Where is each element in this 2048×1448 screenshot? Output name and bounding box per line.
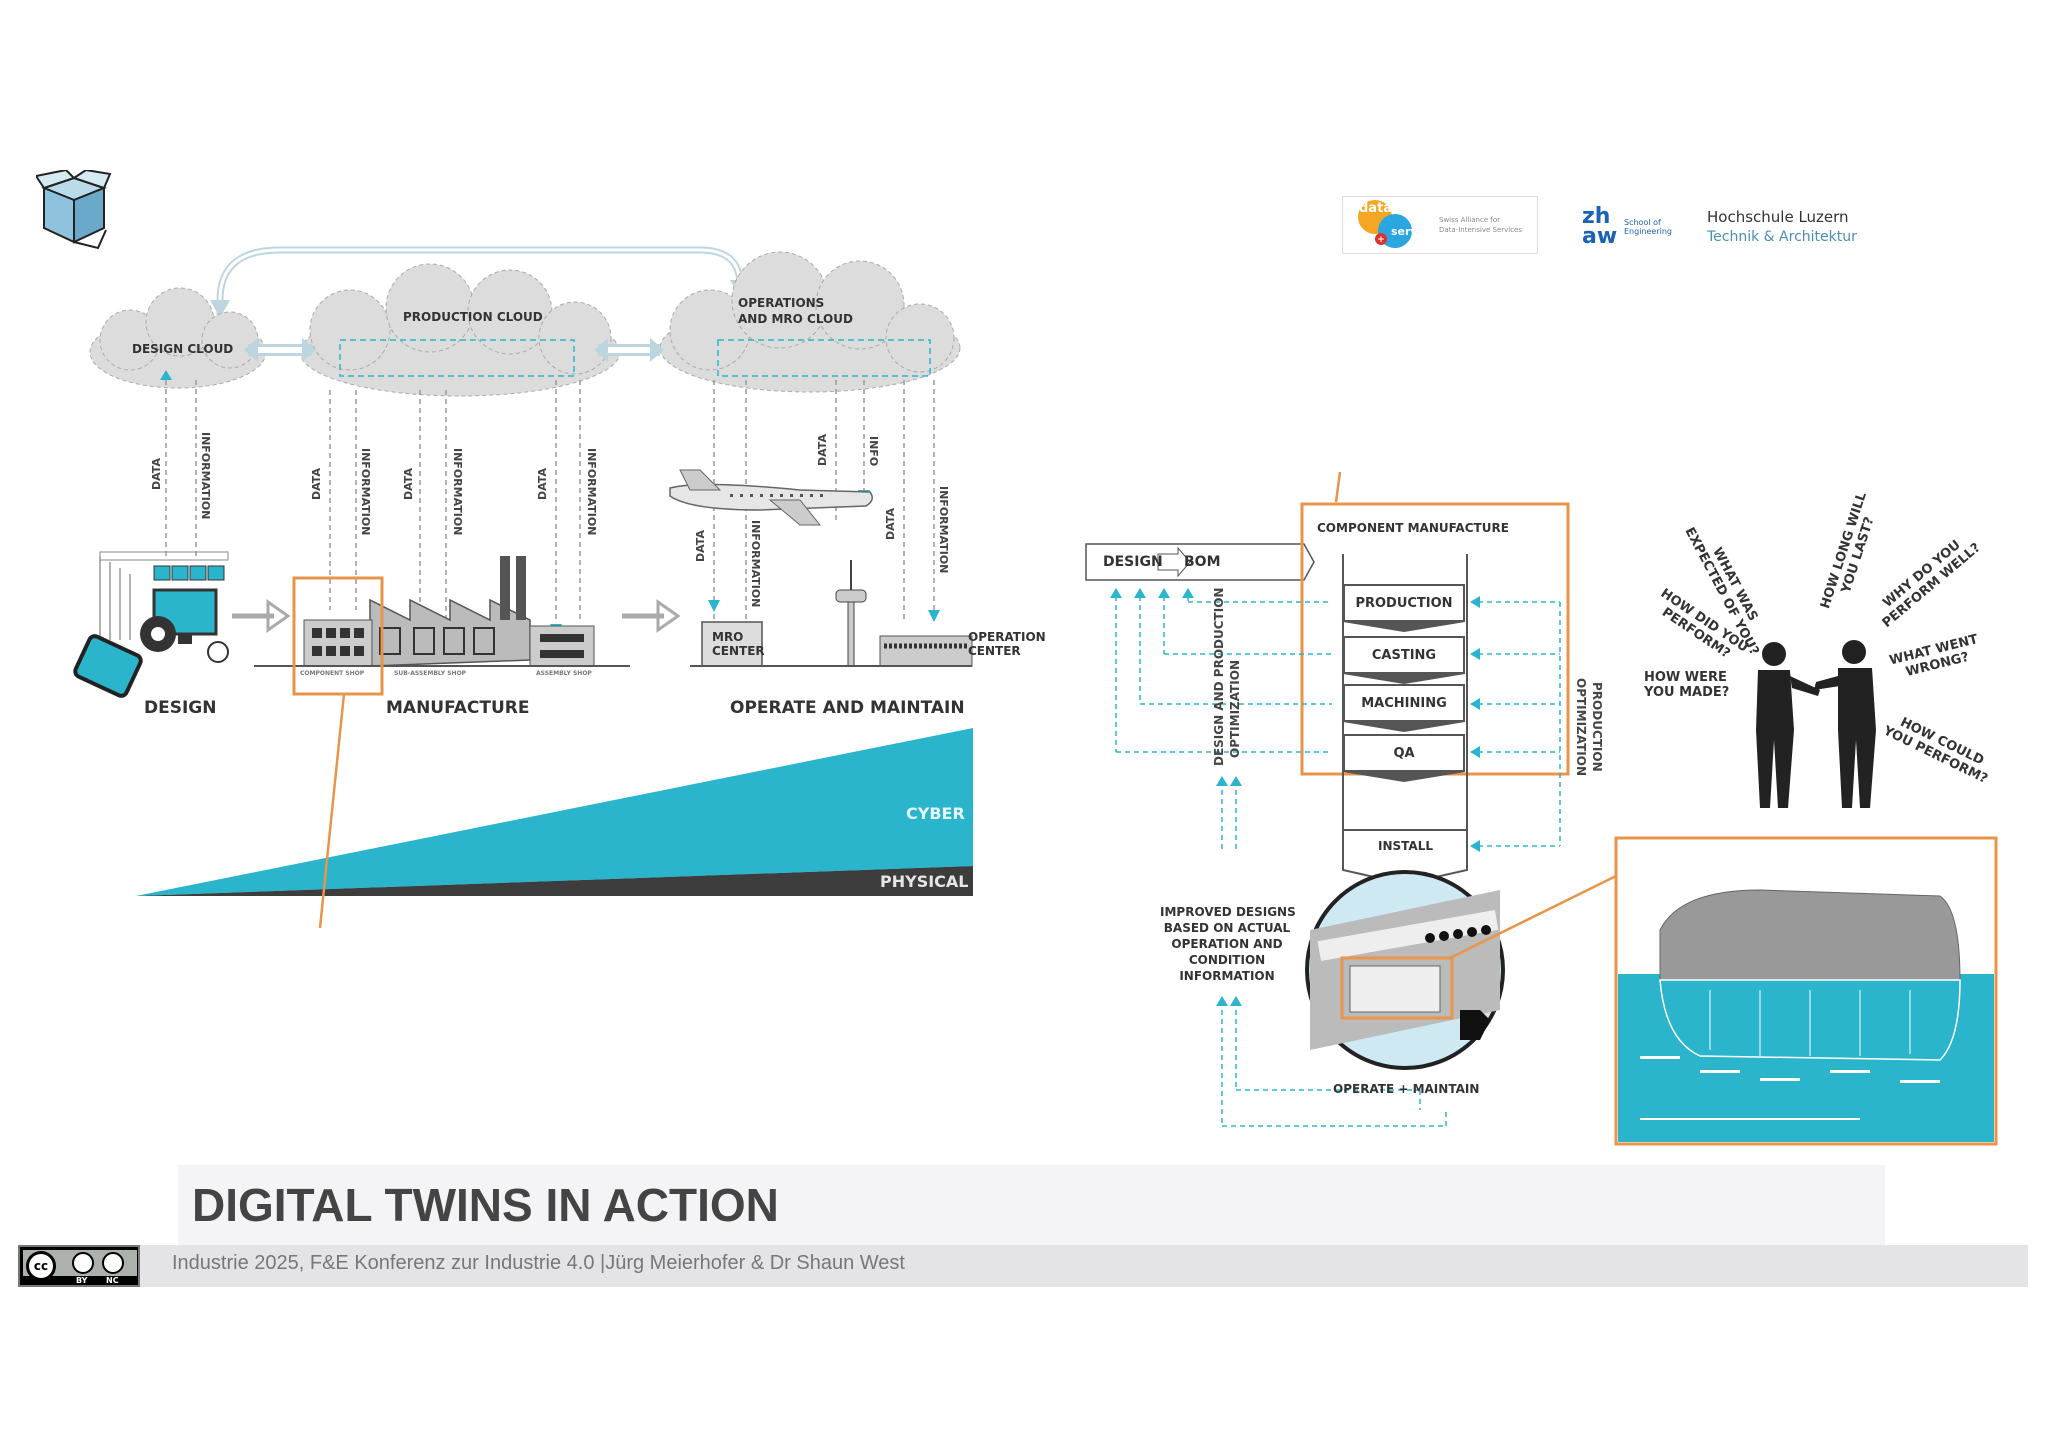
nc-dollar-icon [102,1252,124,1274]
improved-designs-line-3: OPERATION AND [1171,937,1283,951]
design-production-optimization-1: DESIGN AND PRODUCTION [1212,587,1226,766]
zhaw-logo: zh aw School of Engineering [1580,202,1680,252]
cube-logo-icon [36,170,112,250]
flow-label-data-3: DATA [402,468,415,500]
operations-cloud-shape [659,251,961,393]
flow-label-information-1: INFORMATION [199,432,212,520]
stage-install-label: INSTALL [1378,839,1433,853]
design-production-optimization-2: OPTIMIZATION [1228,659,1242,758]
flow-label-data-4: DATA [536,468,549,500]
design-devices-icon [73,551,229,698]
improved-designs-line-1: IMPROVED DESIGNS [1160,905,1296,919]
by-person-icon [72,1252,94,1274]
production-optimization-2: OPTIMIZATION [1574,678,1588,777]
operations-cloud-label-1: OPERATIONS [738,296,825,310]
mro-center-label-1: MRO [712,630,744,644]
factory-icon [254,556,630,667]
flow-label-information-5: INFORMATION [749,520,762,608]
hslu-dept: Technik & Architektur [1707,229,1857,245]
improved-designs-text: IMPROVED DESIGNS BASED ON ACTUAL OPERATI… [1160,904,1296,984]
flow-label-data-1: DATA [150,458,163,490]
flow-label-data-2: DATA [310,468,323,500]
question-how-made-line-2: YOU MADE? [1644,685,1730,700]
engine-icon [1640,889,1961,1120]
improved-designs-line-4: CONDITION [1188,953,1266,967]
data-service-word2: service [1391,225,1436,238]
footer-text: Industrie 2025, F&E Konferenz zur Indust… [172,1252,905,1274]
stage-qa: QA [1343,734,1465,782]
production-optimization-1: PRODUCTION [1590,682,1604,772]
data-service-tagline1: Swiss Alliance for [1439,216,1500,224]
stage-production: PRODUCTION [1343,584,1465,632]
cc-license-badge: cc BY NC [18,1245,140,1287]
data-service-tagline2: Data-Intensive Services [1439,226,1523,234]
design-label: DESIGN [1103,554,1163,570]
stage-qa-label: QA [1393,745,1415,761]
control-tower-icon [835,560,867,667]
left-diagram-graphics [73,246,973,929]
slide-title: DIGITAL TWINS IN ACTION [192,1179,779,1231]
nc-label: NC [106,1276,119,1285]
operation-center-label-1: OPERATION [968,630,1046,644]
by-label: BY [76,1276,88,1285]
zhaw-school2: Engineering [1624,227,1672,236]
improved-designs-line-5: INFORMATION [1179,969,1275,983]
stage-machining-label: MACHINING [1361,695,1447,711]
phase-manufacture: MANUFACTURE [386,698,530,718]
data-service-logo: + data service Swiss Alliance for Data-I… [1342,196,1538,254]
cc-text: cc [33,1259,49,1273]
flow-label-information-4: INFORMATION [585,448,598,536]
aircraft-globe-icon [1305,870,1505,1070]
stage-casting: CASTING [1343,636,1465,684]
flow-label-data-6: DATA [816,434,829,466]
data-service-word1: data [1359,201,1393,216]
physical-label: PHYSICAL [880,872,969,891]
title-bar [178,1165,1885,1245]
stage-production-label: PRODUCTION [1355,595,1453,611]
question-how-made-line-1: HOW WERE [1644,670,1727,685]
flow-label-information-3: INFORMATION [451,448,464,536]
flow-label-data-5: DATA [694,530,707,562]
footer-bar [18,1245,2028,1287]
question-how-made: HOW WERE YOU MADE? [1644,670,1729,700]
phase-design: DESIGN [144,698,217,718]
hslu-name: Hochschule Luzern [1707,208,1849,226]
flow-label-info: INFO [867,436,880,467]
sub-assembly-shop-label: SUB-ASSEMBLY SHOP [394,670,467,677]
phase-operate-maintain: OPERATE AND MAINTAIN [730,698,965,718]
component-shop-label: COMPONENT SHOP [300,670,365,677]
operation-center-label-2: CENTER [968,644,1021,658]
improved-designs-line-2: BASED ON ACTUAL [1163,921,1291,935]
flow-label-information-6: INFORMATION [937,486,950,574]
flow-label-information-2: INFORMATION [359,448,372,536]
cyber-label: CYBER [906,804,965,823]
design-cloud-label: DESIGN CLOUD [132,342,234,356]
assembly-shop-label: ASSEMBLY SHOP [536,670,592,677]
zhaw-school1: School of [1624,218,1661,227]
svg-text:+: + [1377,235,1385,245]
data-service-circles-icon: + [1358,200,1412,248]
bom-label: BOM [1184,554,1221,570]
zhaw-top: zh [1582,204,1611,229]
production-cloud-shape [299,263,621,397]
component-manufacture-label: COMPONENT MANUFACTURE [1317,521,1509,535]
people-silhouette-icon [1756,640,1876,808]
zhaw-bottom: aw [1582,224,1618,249]
flow-label-data-7: DATA [884,508,897,540]
design-cloud-shape [89,287,267,389]
production-cloud-label: PRODUCTION CLOUD [403,310,543,324]
right-diagram-graphics [1085,471,1998,1146]
mro-center-label-2: CENTER [712,644,765,658]
stage-machining: MACHINING [1343,684,1465,732]
airplane-icon [669,469,873,526]
operations-cloud-label-2: AND MRO CLOUD [738,312,853,326]
stage-casting-label: CASTING [1371,647,1437,663]
operate-maintain-label: OPERATE + MAINTAIN [1333,1082,1480,1096]
cc-icon: cc [26,1251,56,1281]
